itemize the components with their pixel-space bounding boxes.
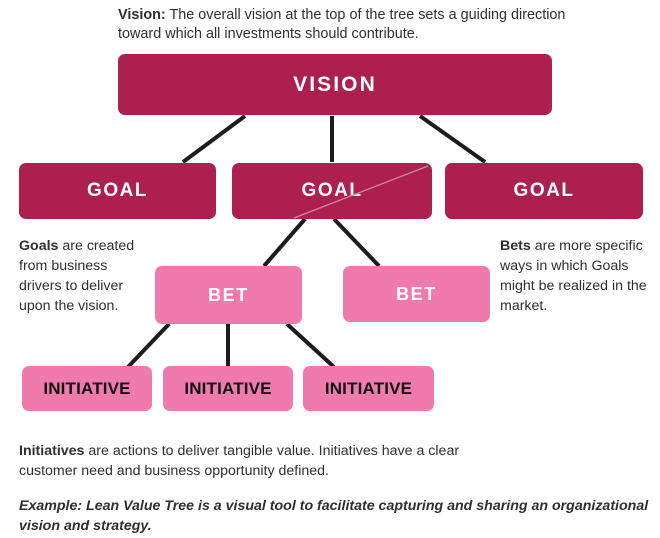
node-initiative-2-label: INITIATIVE (184, 378, 272, 398)
node-bet-2-label: BET (396, 283, 437, 304)
caption-example-lead: Example: (19, 498, 83, 514)
edge-goal-2-bet-1 (262, 217, 307, 268)
edge-vision-goal-1 (181, 114, 247, 164)
caption-initiatives-lead: Initiatives (19, 443, 85, 459)
node-initiative-3-label: INITIATIVE (324, 378, 413, 398)
caption-example: Example: Lean Value Tree is a visual too… (19, 497, 649, 536)
node-bet-1-label: BET (208, 284, 249, 305)
node-bet-2[interactable]: BET (343, 266, 490, 322)
node-initiative-3[interactable]: INITIATIVE (303, 366, 434, 411)
caption-vision: Vision: The overall vision at the top of… (118, 6, 588, 44)
caption-initiatives: Initiatives are actions to deliver tangi… (19, 442, 519, 481)
caption-vision-lead: Vision: (118, 7, 166, 23)
node-goal-2[interactable]: GOAL (232, 163, 432, 219)
edge-vision-goal-3 (418, 114, 487, 164)
node-vision-label: VISION (293, 72, 377, 96)
edge-goal-2-bet-2 (332, 217, 381, 268)
caption-bets: Bets are more specific ways in which Goa… (500, 236, 648, 317)
node-goal-3[interactable]: GOAL (445, 163, 643, 219)
caption-initiatives-body: are actions to deliver tangible value. I… (19, 443, 460, 479)
caption-goals-body: are created from business drivers to del… (19, 238, 135, 315)
caption-bets-body: are more specific ways in which Goals mi… (500, 238, 647, 315)
edge-bet-1-initiative-3 (285, 322, 336, 369)
caption-goals-lead: Goals (19, 238, 59, 254)
node-initiative-2[interactable]: INITIATIVE (163, 366, 293, 411)
node-initiative-1-label: INITIATIVE (43, 378, 131, 398)
node-bet-1[interactable]: BET (155, 266, 302, 324)
caption-goals: Goals are created from business drivers … (19, 236, 147, 317)
node-goal-3-label: GOAL (513, 180, 575, 201)
caption-vision-body: The overall vision at the top of the tre… (118, 7, 566, 43)
node-initiative-1[interactable]: INITIATIVE (22, 366, 152, 411)
caption-example-body: Lean Value Tree is a visual tool to faci… (19, 498, 649, 534)
node-goal-2-label: GOAL (301, 180, 363, 201)
node-goal-1-label: GOAL (87, 180, 148, 201)
node-goal-1[interactable]: GOAL (19, 163, 216, 219)
edge-bet-1-initiative-1 (126, 322, 171, 369)
caption-bets-lead: Bets (500, 238, 531, 254)
node-vision[interactable]: VISION (118, 54, 552, 115)
